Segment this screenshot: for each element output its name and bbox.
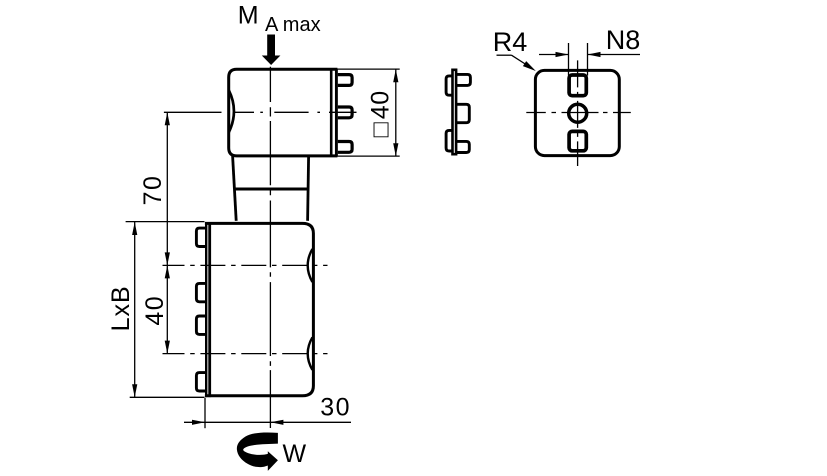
svg-text:□40: □40 bbox=[366, 90, 394, 137]
svg-text:R4: R4 bbox=[493, 27, 528, 57]
svg-text:30: 30 bbox=[320, 394, 351, 422]
svg-text:LxB: LxB bbox=[107, 285, 135, 331]
svg-text:N8: N8 bbox=[606, 25, 641, 55]
svg-text:M: M bbox=[238, 2, 259, 30]
svg-text:A max: A max bbox=[265, 14, 321, 36]
svg-text:W: W bbox=[283, 440, 307, 468]
svg-text:70: 70 bbox=[139, 175, 167, 206]
svg-text:40: 40 bbox=[141, 295, 169, 326]
